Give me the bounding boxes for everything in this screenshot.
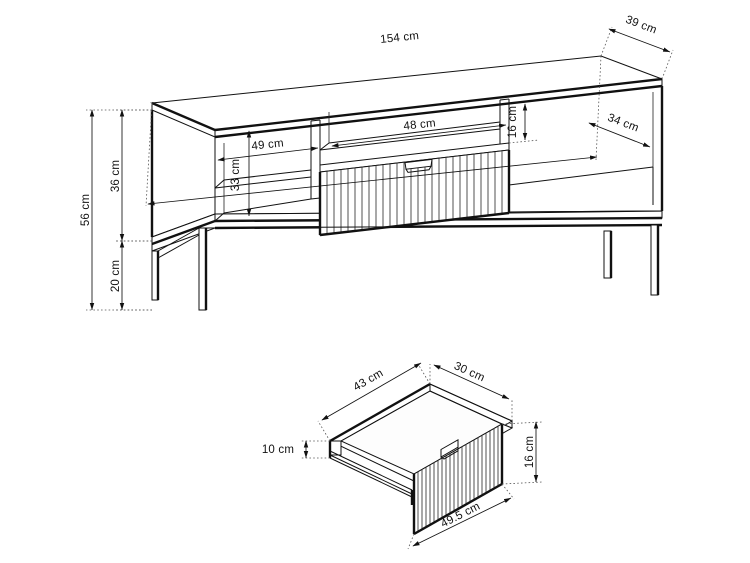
dim-drawer-side-height: 10 cm bbox=[262, 440, 330, 459]
right-open-compartment bbox=[508, 92, 663, 214]
dim-label-left-shelf-width: 49 cm bbox=[251, 137, 284, 152]
dim-label-upper-opening-height: 16 cm bbox=[507, 106, 519, 138]
dim-cabinet-total-height: 56 cm bbox=[80, 109, 152, 311]
dim-drawer-front-height: 16 cm bbox=[501, 421, 543, 485]
dim-label-cabinet-width: 154 cm bbox=[380, 30, 420, 46]
dim-label-drawer-width: 48 cm bbox=[403, 117, 436, 132]
dim-label-drawer-side-height: 10 cm bbox=[262, 444, 294, 456]
drawer-detail-view: 43 cm 30 cm 16 cm 10 cm bbox=[262, 360, 543, 550]
dim-label-cabinet-body-height: 36 cm bbox=[110, 160, 122, 192]
dim-cabinet-width: 154 cm bbox=[145, 30, 602, 207]
center-fluted-drawer bbox=[318, 142, 511, 237]
dim-label-drawer-inner-width: 43 cm bbox=[352, 367, 386, 394]
dim-left-shelf-width: 49 cm bbox=[217, 137, 319, 162]
dim-cabinet-leg-height: 20 cm bbox=[110, 240, 152, 311]
drawer-front-handle-notch bbox=[440, 438, 459, 460]
dim-label-interior-depth: 34 cm bbox=[606, 112, 640, 135]
metal-leg-frame bbox=[151, 224, 660, 311]
dim-label-left-shelf-height: 33 cm bbox=[230, 159, 242, 191]
dim-left-shelf-height: 33 cm bbox=[230, 130, 252, 217]
dim-label-cabinet-leg-height: 20 cm bbox=[110, 260, 122, 292]
dim-drawer-width: 48 cm bbox=[331, 117, 507, 148]
dim-label-drawer-front-height: 16 cm bbox=[524, 436, 536, 468]
dim-label-cabinet-total-height: 56 cm bbox=[80, 194, 92, 226]
dim-label-cabinet-depth: 39 cm bbox=[624, 14, 658, 37]
dim-upper-opening-height: 16 cm bbox=[507, 103, 540, 144]
dim-cabinet-body-height: 36 cm bbox=[110, 109, 152, 242]
cabinet-assembly-view: 154 cm 39 cm 56 cm 36 cm bbox=[80, 14, 674, 311]
